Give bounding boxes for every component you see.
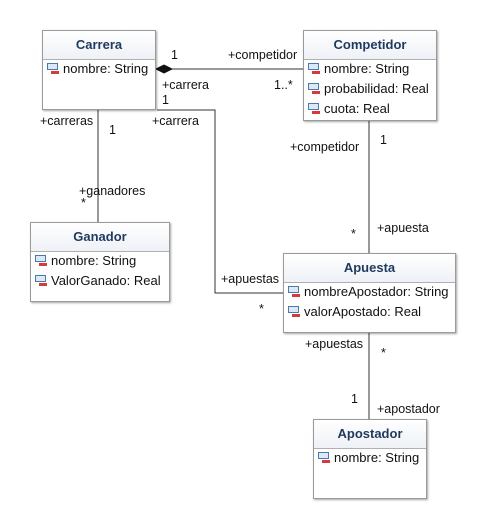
class-apuesta-name: Apuesta <box>284 254 455 282</box>
class-ganador[interactable]: Ganador nombre: String ValorGanado: Real <box>30 222 170 302</box>
attribute-text: cuota: Real <box>324 101 390 116</box>
multiplicity-label: * <box>81 196 86 210</box>
attribute-row: nombre: String <box>318 450 419 465</box>
attribute-icon <box>308 63 321 74</box>
multiplicity-label: * <box>351 227 356 241</box>
attribute-icon <box>35 255 48 266</box>
role-label: +apuestas <box>305 337 364 351</box>
attribute-text: nombre: String <box>324 61 410 76</box>
multiplicity-label: 1 <box>162 93 169 107</box>
class-apostador-name: Apostador <box>314 420 426 448</box>
attribute-icon <box>35 275 48 286</box>
role-label: +carrera <box>162 78 209 92</box>
multiplicity-label: 1 <box>171 48 178 62</box>
attribute-row: nombre: String <box>35 253 136 268</box>
multiplicity-label: 1 <box>351 392 358 406</box>
role-label: +apostador <box>377 402 440 416</box>
attribute-text: nombre: String <box>334 450 420 465</box>
class-apostador[interactable]: Apostador nombre: String <box>313 419 427 499</box>
attribute-icon <box>308 103 321 114</box>
attribute-row: nombre: String <box>308 61 409 76</box>
multiplicity-label: * <box>381 346 386 360</box>
class-carrera-name: Carrera <box>43 31 155 59</box>
role-label: +ganadores <box>79 184 146 198</box>
assoc-carrera-apuesta <box>157 109 283 294</box>
class-carrera[interactable]: Carrera nombre: String <box>42 30 156 110</box>
attribute-row: ValorGanado: Real <box>35 273 161 288</box>
role-label: +apuestas <box>221 272 280 286</box>
attribute-row: cuota: Real <box>308 101 390 116</box>
class-ganador-name: Ganador <box>31 223 169 251</box>
class-competidor-name: Competidor <box>304 31 436 59</box>
attribute-text: probabilidad: Real <box>324 81 429 96</box>
attribute-row: nombreApostador: String <box>288 284 449 299</box>
attribute-row: nombre: String <box>47 61 148 76</box>
class-competidor[interactable]: Competidor nombre: String probabilidad: … <box>303 30 437 121</box>
multiplicity-label: 1 <box>109 123 116 137</box>
attribute-text: ValorGanado: Real <box>51 273 161 288</box>
multiplicity-label: 1 <box>380 133 387 147</box>
role-label: +apuesta <box>377 221 429 235</box>
role-label: +competidor <box>228 48 298 62</box>
attribute-icon <box>288 286 301 297</box>
role-label: +carrera <box>152 114 199 128</box>
multiplicity-label: 1..* <box>274 78 293 92</box>
attribute-icon <box>288 306 301 317</box>
attribute-icon <box>47 63 60 74</box>
attribute-text: valorApostado: Real <box>304 304 422 319</box>
attribute-icon <box>308 83 321 94</box>
attribute-row: probabilidad: Real <box>308 81 429 96</box>
attribute-text: nombre: String <box>63 61 149 76</box>
multiplicity-label: * <box>259 302 264 316</box>
role-label: +competidor <box>290 140 360 154</box>
class-apuesta[interactable]: Apuesta nombreApostador: String valorApo… <box>283 253 456 333</box>
attribute-row: valorApostado: Real <box>288 304 421 319</box>
role-label: +carreras <box>40 114 94 128</box>
attribute-text: nombreApostador: String <box>304 284 449 299</box>
composition-diamond <box>154 64 174 74</box>
attribute-text: nombre: String <box>51 253 137 268</box>
attribute-icon <box>318 452 331 463</box>
